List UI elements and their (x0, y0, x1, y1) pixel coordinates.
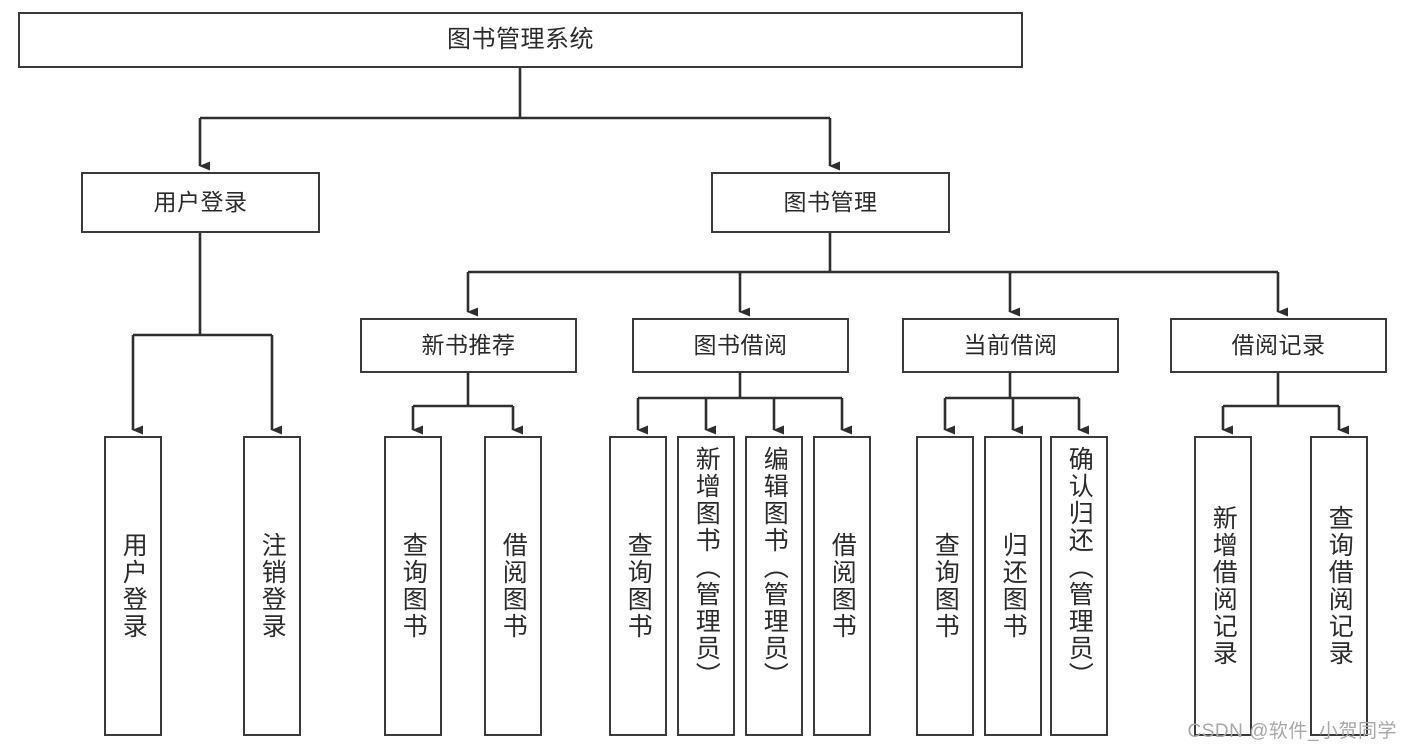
leaf-borrow-query-book[interactable]: 查询图书 (609, 436, 667, 736)
leaf-current-query-book[interactable]: 查询图书 (916, 436, 974, 736)
leaf-current-return-book[interactable]: 归还图书 (984, 436, 1042, 736)
leaf-borrow-edit-book-admin[interactable]: 编辑图书（管理员） (745, 436, 803, 736)
node-label: 新增图书（管理员） (692, 446, 721, 689)
watermark-text: CSDN @软件_小贺同学 (1187, 721, 1397, 742)
node-label: 确认归还（管理员） (1065, 446, 1094, 689)
leaf-user-login-login[interactable]: 用户登录 (104, 436, 162, 736)
node-current-borrow[interactable]: 当前借阅 (902, 318, 1119, 373)
node-label: 新书推荐 (421, 331, 516, 358)
node-label: 查询图书 (624, 532, 653, 640)
node-label: 新增借阅记录 (1209, 505, 1238, 667)
leaf-record-query-record[interactable]: 查询借阅记录 (1310, 436, 1368, 736)
node-label: 编辑图书（管理员） (760, 446, 789, 689)
leaf-current-confirm-return-admin[interactable]: 确认归还（管理员） (1050, 436, 1108, 736)
leaf-borrow-borrow-book[interactable]: 借阅图书 (813, 436, 871, 736)
node-label: 借阅记录 (1231, 331, 1326, 358)
leaf-record-add-record[interactable]: 新增借阅记录 (1194, 436, 1252, 736)
node-label: 归还图书 (999, 532, 1028, 640)
node-label: 图书借阅 (693, 331, 788, 358)
node-label: 查询图书 (399, 532, 428, 640)
leaf-recommend-borrow-book[interactable]: 借阅图书 (484, 436, 542, 736)
node-label: 当前借阅 (963, 331, 1058, 358)
node-root-system[interactable]: 图书管理系统 (18, 12, 1023, 68)
node-book-management[interactable]: 图书管理 (711, 172, 950, 233)
node-label: 借阅图书 (828, 532, 857, 640)
node-label: 借阅图书 (499, 532, 528, 640)
node-label: 用户登录 (119, 532, 148, 640)
node-new-book-recommend[interactable]: 新书推荐 (360, 318, 577, 373)
node-label: 查询借阅记录 (1325, 505, 1354, 667)
node-label: 图书管理 (783, 188, 878, 215)
node-user-login[interactable]: 用户登录 (81, 172, 320, 233)
node-label: 查询图书 (931, 532, 960, 640)
leaf-recommend-query-book[interactable]: 查询图书 (384, 436, 442, 736)
node-borrow-record[interactable]: 借阅记录 (1170, 318, 1387, 373)
node-label: 图书管理系统 (447, 25, 594, 53)
leaf-borrow-add-book-admin[interactable]: 新增图书（管理员） (677, 436, 735, 736)
leaf-user-login-logout[interactable]: 注销登录 (243, 436, 301, 736)
node-book-borrow[interactable]: 图书借阅 (632, 318, 849, 373)
node-label: 用户登录 (153, 188, 248, 215)
node-label: 注销登录 (258, 532, 287, 640)
